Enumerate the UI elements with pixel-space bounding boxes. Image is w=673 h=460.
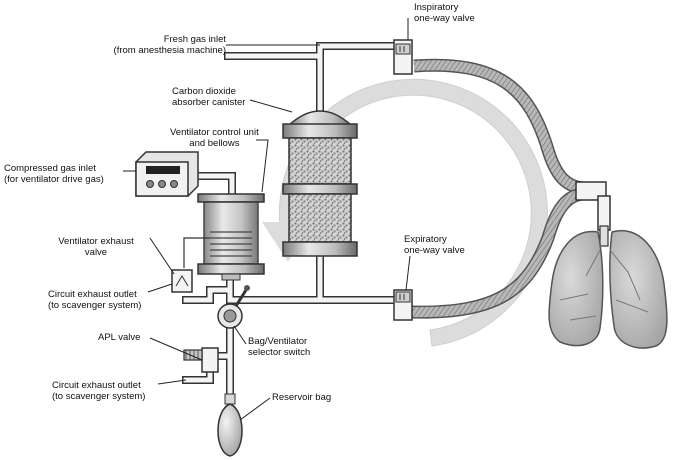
expiratory-valve	[393, 289, 413, 321]
ventilator-exhaust-valve	[171, 237, 210, 293]
circuit-exhaust-outlet-upper-label: Circuit exhaust outlet(to scavenger syst…	[48, 289, 142, 311]
apl-valve-label: APL valve	[98, 332, 141, 343]
y-piece	[575, 181, 611, 247]
circuit-exhaust-outlet-lower-label: Circuit exhaust outlet(to scavenger syst…	[52, 380, 146, 402]
circuit-pipes	[182, 42, 402, 400]
bellows-icon	[197, 193, 265, 281]
canister-icon	[282, 110, 358, 257]
reservoir-bag-label: Reservoir bag	[272, 392, 332, 403]
selector-switch	[217, 285, 250, 329]
compressed-gas-inlet-label: Compressed gas inlet(for ventilator driv…	[4, 163, 104, 185]
lungs-icon	[548, 229, 668, 349]
inspiratory-valve	[393, 39, 413, 75]
leader-lines	[123, 18, 411, 421]
control-panel-icon	[135, 151, 199, 197]
fresh-gas-inlet-label: Fresh gas inlet(from anesthesia machine)	[113, 34, 226, 56]
breathing-tubes	[411, 58, 584, 319]
bag-icon	[217, 393, 243, 457]
